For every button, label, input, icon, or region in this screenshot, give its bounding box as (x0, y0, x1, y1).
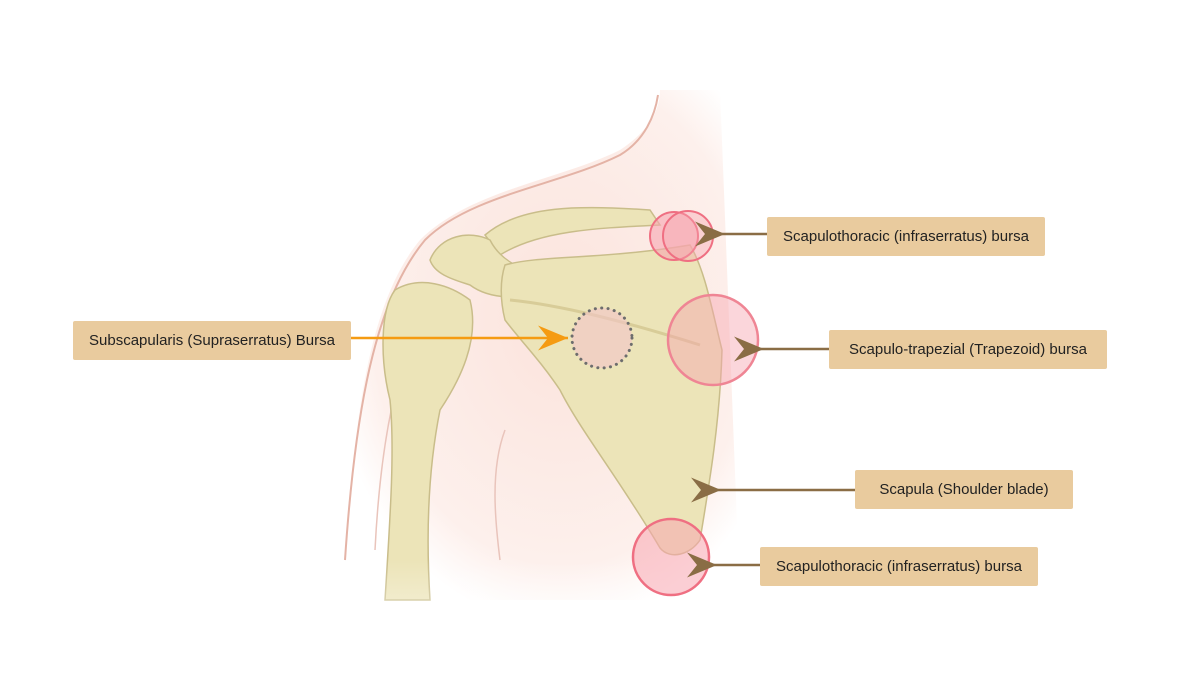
label-scapulothoracic-bottom: Scapulothoracic (infraserratus) bursa (760, 547, 1038, 586)
label-scapulo-trapezial: Scapulo-trapezial (Trapezoid) bursa (829, 330, 1107, 369)
bursa-scapulo-trapezial (666, 293, 760, 387)
bursa-subscapularis (570, 306, 634, 370)
bursa-scapulothoracic-top (649, 210, 714, 262)
bursa-scapulothoracic-bottom (631, 517, 711, 597)
label-subscapularis: Subscapularis (Supraserratus) Bursa (73, 321, 351, 360)
label-scapula: Scapula (Shoulder blade) (855, 470, 1073, 509)
label-scapulothoracic-top: Scapulothoracic (infraserratus) bursa (767, 217, 1045, 256)
